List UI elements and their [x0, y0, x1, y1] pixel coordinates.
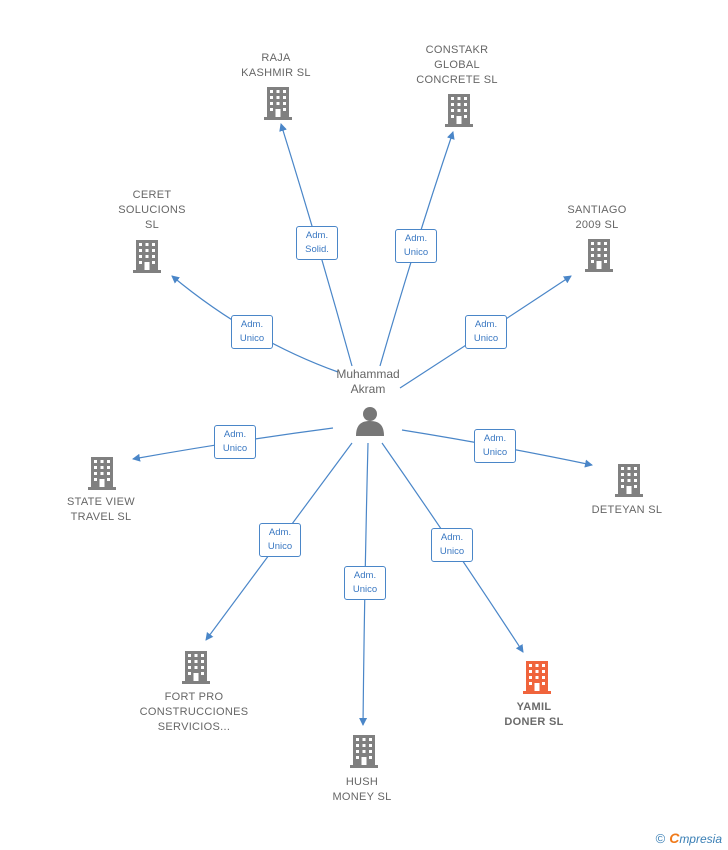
- person-icon: [356, 407, 384, 436]
- empresia-logo: Cmpresia: [669, 830, 722, 846]
- building-icon-constakr[interactable]: [445, 94, 473, 127]
- building-icon-fortpro[interactable]: [182, 651, 210, 684]
- building-icon-deteyan[interactable]: [615, 464, 643, 497]
- role-badge-hush: Adm. Unico: [344, 566, 386, 600]
- copyright-icon: ©: [655, 830, 666, 846]
- building-icon-hush[interactable]: [350, 735, 378, 768]
- company-label-santiago[interactable]: SANTIAGO 2009 SL: [567, 204, 627, 231]
- company-label-fortpro[interactable]: FORT PRO CONSTRUCCIONES SERVICIOS...: [139, 691, 249, 733]
- building-icon-yamil[interactable]: [523, 661, 551, 694]
- building-icon-raja[interactable]: [264, 87, 292, 120]
- building-icon-stateview[interactable]: [88, 457, 116, 490]
- role-badge-ceret: Adm. Unico: [231, 315, 273, 349]
- role-badge-stateview: Adm. Unico: [214, 425, 256, 459]
- role-badge-deteyan: Adm. Unico: [474, 429, 516, 463]
- footer-brand: © Cmpresia: [656, 830, 722, 846]
- company-label-stateview[interactable]: STATE VIEW TRAVEL SL: [67, 496, 135, 523]
- company-label-raja[interactable]: RAJA KASHMIR SL: [241, 52, 311, 79]
- role-badge-raja: Adm. Solid.: [296, 226, 338, 260]
- company-label-constakr[interactable]: CONSTAKR GLOBAL CONCRETE SL: [416, 44, 498, 86]
- company-label-yamil[interactable]: YAMIL DONER SL: [504, 701, 564, 728]
- building-icon-ceret[interactable]: [133, 240, 161, 273]
- company-label-hush[interactable]: HUSH MONEY SL: [332, 776, 392, 803]
- role-badge-santiago: Adm. Unico: [465, 315, 507, 349]
- role-badge-fortpro: Adm. Unico: [259, 523, 301, 557]
- company-label-ceret[interactable]: CERET SOLUCIONS SL: [118, 189, 186, 231]
- building-icon-santiago[interactable]: [585, 239, 613, 272]
- role-badge-yamil: Adm. Unico: [431, 528, 473, 562]
- center-person-name: Muhammad Akram: [336, 367, 400, 396]
- company-label-deteyan[interactable]: DETEYAN SL: [591, 504, 663, 516]
- role-badge-constakr: Adm. Unico: [395, 229, 437, 263]
